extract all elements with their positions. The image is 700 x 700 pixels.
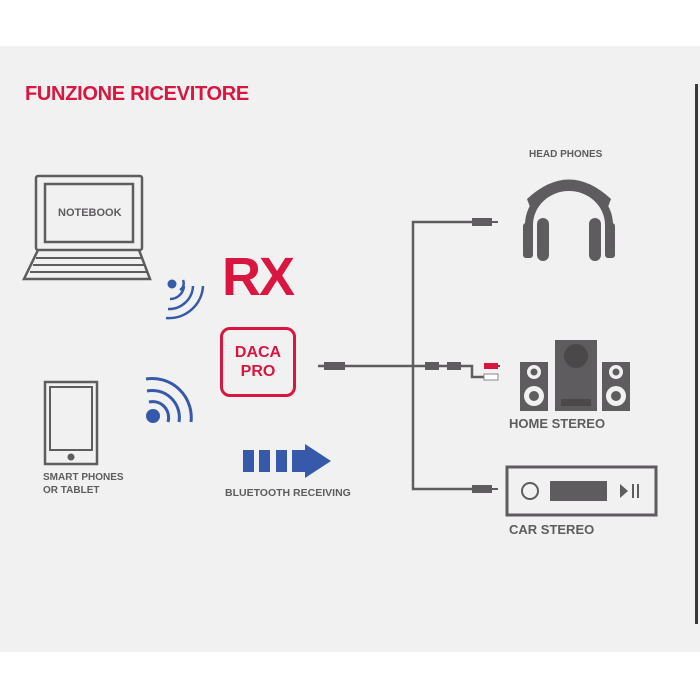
- device-name-line2: PRO: [240, 363, 276, 380]
- signal-icon-upper: [165, 279, 205, 320]
- bluetooth-arrow-icon: [243, 444, 331, 478]
- tablet-icon: [43, 380, 99, 466]
- notebook-icon: [22, 174, 152, 281]
- headphones-label: HEAD PHONES: [529, 149, 603, 160]
- smartphone-label-line2: OR TABLET: [43, 485, 100, 496]
- home-stereo-label: HOME STEREO: [509, 416, 606, 431]
- rx-mode-label: RX: [222, 247, 295, 307]
- car-stereo-icon: [505, 465, 658, 517]
- home-stereo-icon: [520, 340, 630, 411]
- device-name-line1: DACA: [234, 344, 282, 361]
- headphones-icon: [523, 179, 615, 261]
- cable-network: [318, 220, 484, 491]
- smartphone-label-line1: SMART PHONES: [43, 472, 124, 483]
- daca-pro-device: DACA PRO: [220, 327, 296, 397]
- right-edge-bar: [695, 84, 698, 624]
- car-stereo-label: CAR STEREO: [509, 522, 595, 537]
- signal-icon-lower: [145, 377, 193, 423]
- rca-plugs: [483, 363, 500, 381]
- notebook-label: NOTEBOOK: [58, 207, 122, 219]
- cable-plugs: [324, 218, 498, 493]
- page-title: FUNZIONE RICEVITORE: [25, 83, 249, 105]
- bluetooth-receiving-label: BLUETOOTH RECEIVING: [225, 487, 351, 499]
